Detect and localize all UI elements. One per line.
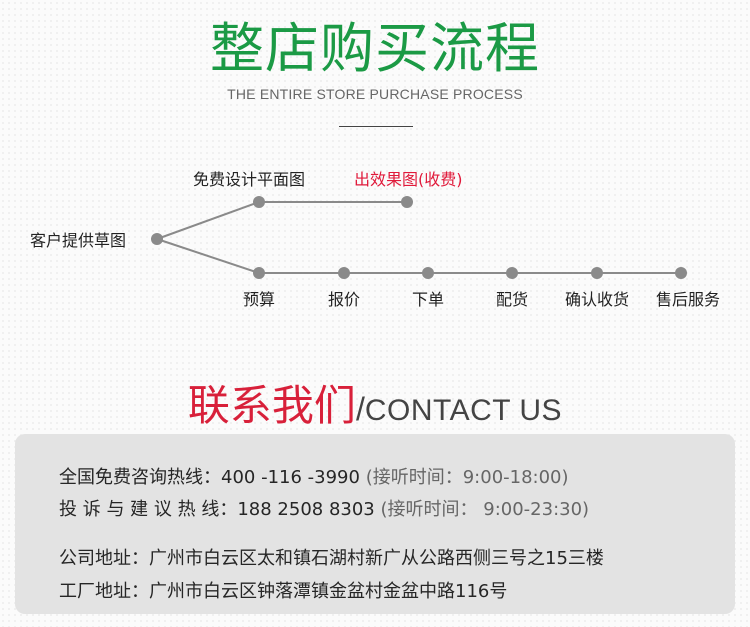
- flow-node-start: [151, 233, 163, 245]
- branch-line-upper: [156, 201, 260, 240]
- complaint-number[interactable]: 188 2508 8303: [237, 499, 375, 520]
- flow-step-budget: 预算: [242, 290, 275, 309]
- flow-step-aftersales: 售后服务: [655, 290, 720, 309]
- flow-node-render: [401, 196, 413, 208]
- company-address: 公司地址：广州市白云区太和镇石湖村新广从公路西侧三号之15三楼: [59, 548, 604, 569]
- page-subtitle: THE ENTIRE STORE PURCHASE PROCESS: [227, 86, 523, 102]
- flow-step-delivery: 配货: [495, 290, 528, 309]
- flow-node-aftersales: [675, 267, 687, 279]
- flow-step-receipt: 确认收货: [564, 290, 629, 309]
- contact-heading-cn: 联系我们: [187, 381, 356, 430]
- branch-line-lower: [156, 238, 260, 274]
- flow-node-receipt: [591, 267, 603, 279]
- flow-node-design: [253, 196, 265, 208]
- title-divider: [339, 126, 413, 127]
- flow-step-render-paid: 出效果图(收费): [354, 170, 463, 189]
- flow-node-delivery: [506, 267, 518, 279]
- factory-address: 工厂地址：广州市白云区钟落潭镇金盆村金盆中路116号: [59, 581, 508, 602]
- complaint-hours: (接听时间： 9:00-23:30): [380, 499, 590, 520]
- complaint-label: 投 诉 与 建 议 热 线：: [59, 499, 238, 520]
- flow-step-quote: 报价: [327, 290, 360, 309]
- flow-node-quote: [338, 267, 350, 279]
- hotline-number[interactable]: 400 -116 -3990: [221, 467, 360, 488]
- contact-heading-slash: /: [355, 391, 365, 427]
- flow-step-free-design: 免费设计平面图: [193, 170, 306, 189]
- process-flow-diagram: [151, 196, 687, 279]
- hotline-row: 全国免费咨询热线：400 -116 -3990 (接听时间：9:00-18:00…: [59, 466, 569, 490]
- contact-info-panel: 全国免费咨询热线：400 -116 -3990 (接听时间：9:00-18:00…: [15, 434, 735, 614]
- contact-heading: 联系我们/CONTACT US: [0, 372, 750, 433]
- flow-node-order: [422, 267, 434, 279]
- page-title: 整店购买流程: [210, 17, 540, 80]
- flow-step-order: 下单: [411, 290, 444, 309]
- hotline-hours: (接听时间：9:00-18:00): [365, 467, 569, 488]
- hotline-label: 全国免费咨询热线：: [59, 467, 221, 488]
- complaint-row: 投 诉 与 建 议 热 线：188 2508 8303 (接听时间： 9:00-…: [59, 498, 589, 522]
- flow-node-budget: [253, 267, 265, 279]
- flow-start-label: 客户提供草图: [30, 231, 127, 250]
- contact-heading-en: CONTACT US: [364, 394, 563, 427]
